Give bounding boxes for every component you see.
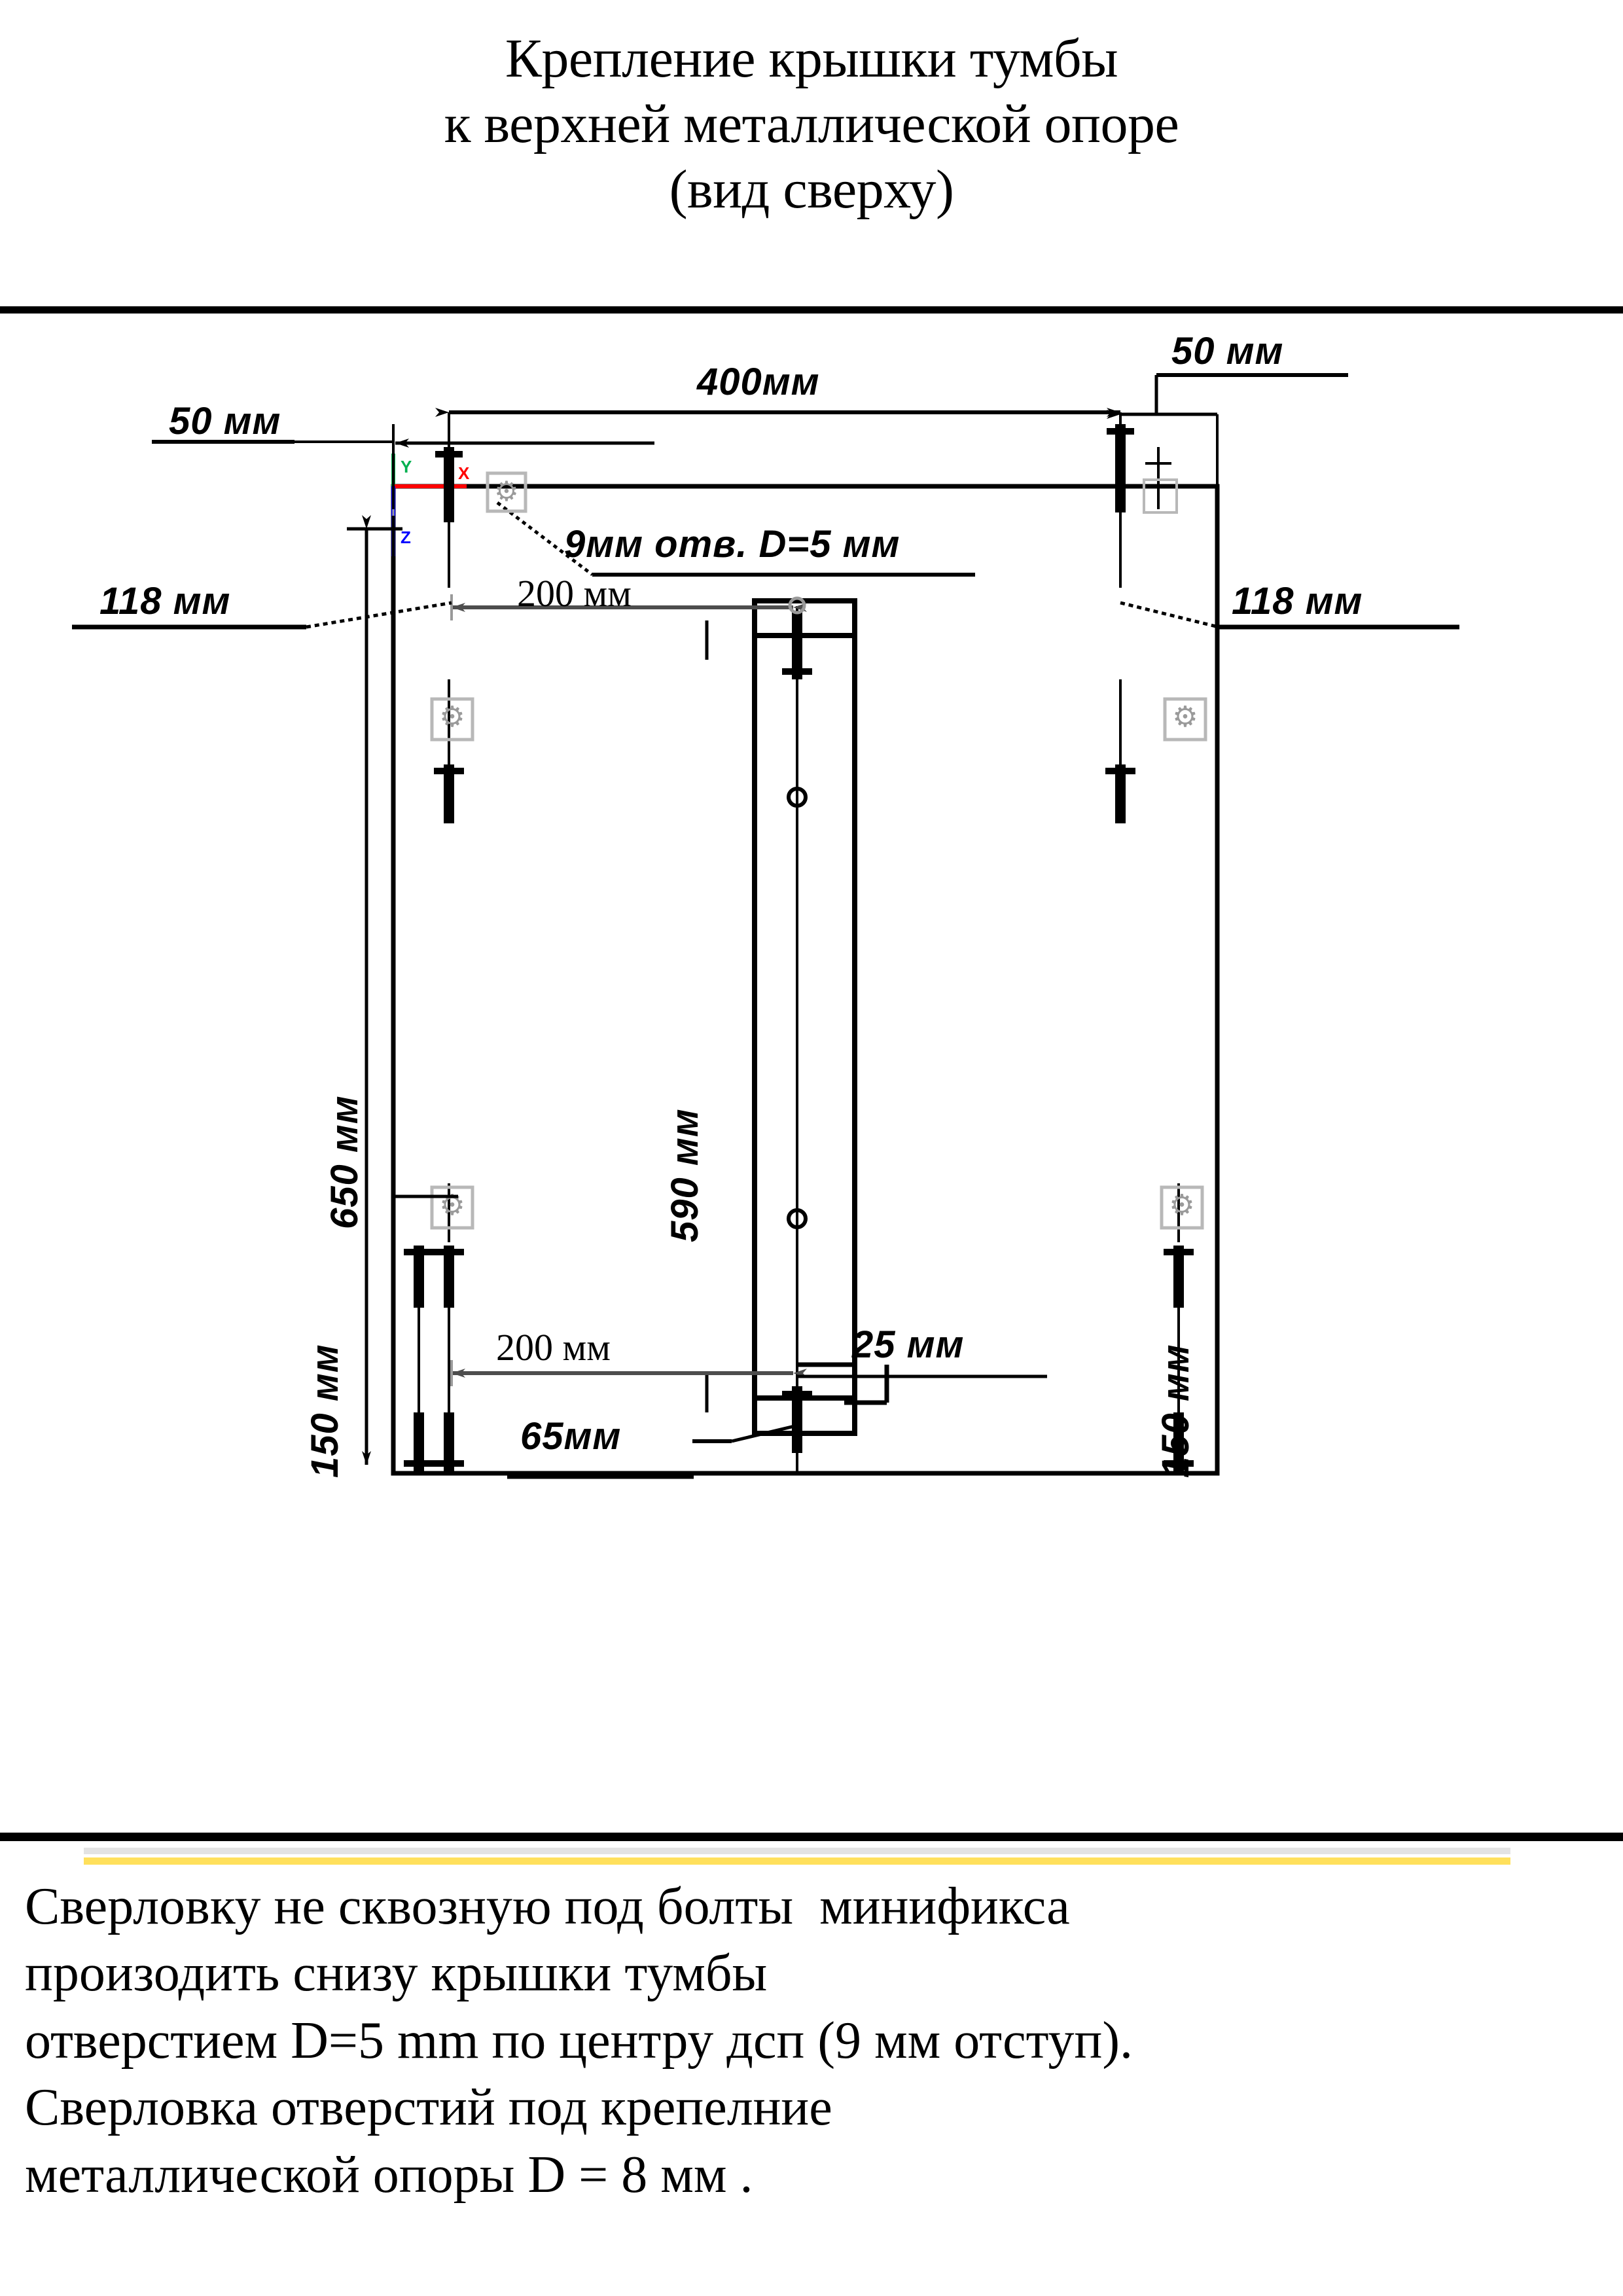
dim-label-bottom-right-150: 150 мм [1154,1344,1197,1478]
note-line-4: Сверловка отверстий под крепелние [25,2079,832,2137]
svg-text:⚙: ⚙ [1169,1189,1194,1221]
fastener-top-left: ⚙ [430,447,474,823]
axis-label-x: X [458,463,470,483]
dim-label-overall-width-400: 400мм [697,361,820,403]
drawing-svg: ⚙ ⚙ ⚙ [72,373,1459,1479]
fastener-bottom-right: ⚙ [1160,1183,1204,1471]
dim-label-bracket-25: 25 мм [852,1323,965,1366]
note-line-2: произодить снизу крышки тумбы [25,1945,768,2003]
dim-overall-height-650 [347,515,402,1465]
title-line-3: (вид сверху) [669,158,954,220]
page-title: Крепление крышки тумбы к верхней металли… [0,26,1623,223]
technical-drawing: ⚙ ⚙ ⚙ [0,313,1623,1833]
dim-label-left-118: 118 мм [99,580,231,622]
divider-bottom-accent-gray [84,1848,1510,1854]
dim-bottom-inner-200 [450,1360,807,1386]
dim-label-bracket-65: 65мм [520,1415,622,1458]
dim-label-right-118: 118 мм [1232,580,1363,622]
fastener-bottom-left: ⚙ [393,1183,474,1471]
leader-right-118 [1120,601,1459,630]
svg-text:⚙: ⚙ [439,701,465,733]
dim-label-top-right-50: 50 мм [1171,330,1284,372]
leader-bracket-65 [507,1424,798,1479]
divider-bottom-accent-gold [84,1857,1510,1865]
svg-text:⚙: ⚙ [439,1189,465,1221]
dim-support-height-590 [705,620,757,1412]
title-line-1: Крепление крышки тумбы [505,28,1118,89]
dim-label-hole-note: 9мм отв. D=5 мм [564,523,901,565]
dim-bracket-25 [797,1362,1047,1405]
metal-support-outline [752,598,857,1436]
note-line-3: отверстием D=5 mm по центру дсп (9 мм от… [25,2011,1133,2070]
dim-label-bottom-left-150: 150 мм [304,1344,346,1478]
note-block: Сверловку не сквозную под болты минификс… [25,1873,1596,2208]
dim-overall-width-400 [435,408,1122,509]
leader-hole-note: ⚙ [486,471,975,577]
note-line-1: Сверловку не сквозную под болты минификс… [25,1878,1070,1935]
svg-text:⚙: ⚙ [1172,701,1198,733]
fastener-top-right: ⚙ [1105,424,1207,823]
dim-label-overall-height-650: 650 мм [323,1095,366,1229]
dim-label-top-left-50: 50 мм [169,400,281,442]
axis-label-y: Y [401,457,412,476]
svg-text:⚙: ⚙ [494,476,519,507]
fastener-support-center [782,596,812,1473]
title-line-2: к верхней металлической опоре [444,93,1179,154]
dim-label-bottom-inner-200: 200 мм [496,1326,611,1369]
dim-label-support-height-590: 590 мм [664,1108,706,1242]
divider-bottom [0,1833,1623,1841]
dim-top-right-50 [1107,373,1348,509]
note-line-5: металлической опоры D = 8 мм . [25,2145,753,2204]
axis-label-z: Z [401,528,411,547]
divider-top [0,306,1623,314]
dim-top-inner-200 [450,594,807,620]
dim-label-top-inner-200: 200 мм [517,572,632,615]
leader-left-118 [72,601,452,630]
